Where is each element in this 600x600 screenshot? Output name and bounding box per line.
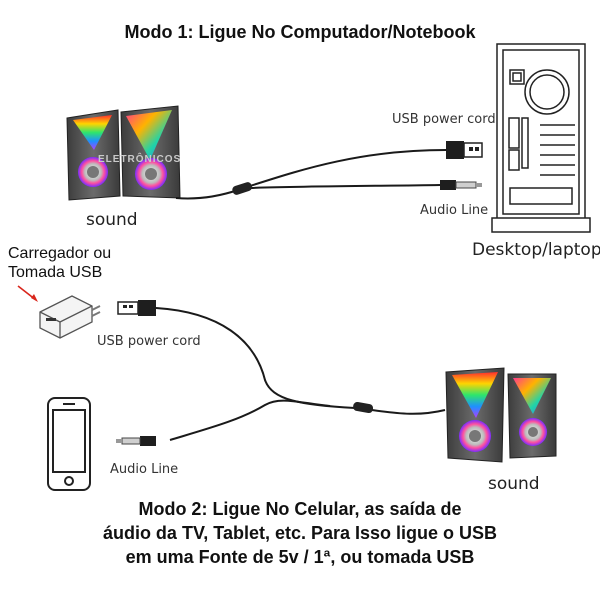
watermark: ELETRÔNICOS — [98, 154, 182, 165]
speaker-bottom-left — [445, 367, 505, 463]
audio-jack-top — [440, 180, 482, 190]
desktop-tower-icon — [491, 43, 591, 233]
audio-jack-bottom — [116, 436, 156, 446]
mode2-speaker-label: sound — [488, 474, 540, 494]
smartphone-icon — [47, 397, 91, 491]
speaker-top-left — [66, 109, 121, 201]
cable-mode1 — [175, 149, 447, 200]
inline-switch-top — [232, 182, 253, 195]
charger-label-line2: Tomada USB — [8, 264, 103, 281]
charger-label-line1: Carregador ou — [8, 245, 112, 262]
mode2-title: Modo 2: Ligue No Celular, as saída de áu… — [40, 497, 560, 569]
speaker-pair-top — [66, 105, 181, 201]
mode2-title-line2: áudio da TV, Tablet, etc. Para Isso ligu… — [102, 523, 498, 543]
mode1-title: Modo 1: Ligue No Computador/Notebook — [124, 22, 476, 42]
mode1-audio-label: Audio Line — [420, 203, 489, 218]
cable-mode2 — [155, 307, 446, 441]
mode2-usb-label: USB power cord — [97, 334, 201, 349]
mode1-speaker-label: sound — [86, 210, 138, 230]
speaker-pair-bottom — [445, 367, 557, 463]
inline-switch-bottom — [353, 401, 374, 414]
speaker-top-right — [120, 105, 181, 199]
speaker-bottom-right — [507, 373, 557, 459]
usb-charger-icon — [17, 285, 101, 339]
mode1-usb-label: USB power cord — [392, 112, 496, 127]
usb-plug-bottom — [117, 300, 156, 316]
mode2-title-line3: em uma Fonte de 5v / 1ª, ou tomada USB — [125, 547, 475, 567]
mode2-audio-label: Audio Line — [110, 462, 179, 477]
mode2-title-line1: Modo 2: Ligue No Celular, as saída de — [138, 499, 462, 519]
usb-plug-top — [446, 141, 483, 159]
charger-label: Carregador ou Tomada USB — [8, 244, 111, 282]
desktop-label: Desktop/laptop — [472, 240, 600, 260]
